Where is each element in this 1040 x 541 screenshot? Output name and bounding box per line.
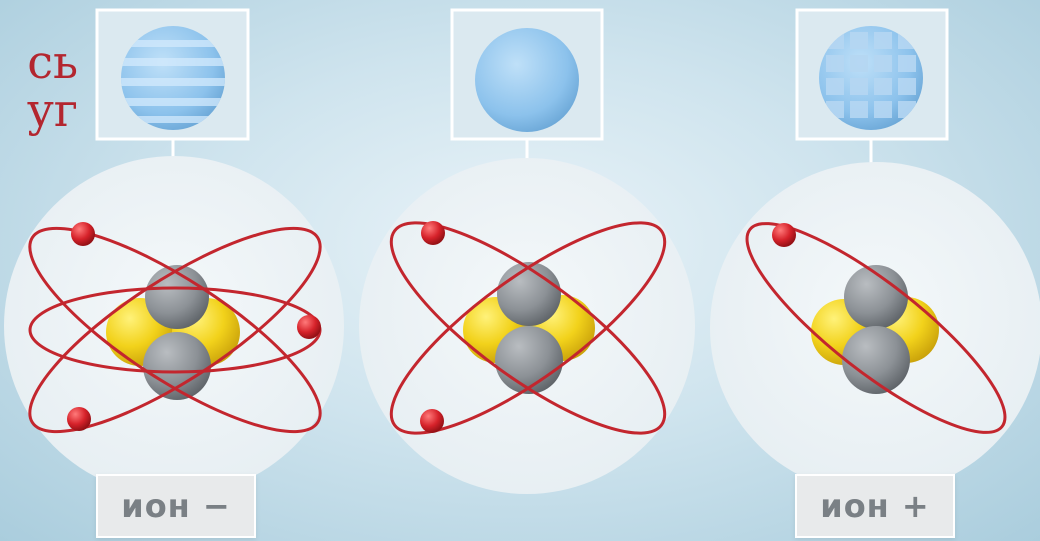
- electron: [420, 409, 444, 433]
- label-negative-ion: ион −: [96, 474, 256, 538]
- electron: [772, 223, 796, 247]
- electron: [71, 222, 95, 246]
- panel-negative-ion: [4, 10, 345, 496]
- neutron: [495, 326, 563, 394]
- grid-sphere-icon: [819, 26, 923, 130]
- label-positive-ion: ион +: [795, 474, 955, 538]
- panel-neutral-atom: [359, 10, 695, 494]
- electron: [67, 407, 91, 431]
- plain-sphere-icon: [475, 28, 579, 132]
- neutron: [145, 265, 209, 329]
- electron: [421, 221, 445, 245]
- electron: [297, 315, 321, 339]
- neutron: [497, 262, 561, 326]
- panel-positive-ion: [710, 10, 1040, 494]
